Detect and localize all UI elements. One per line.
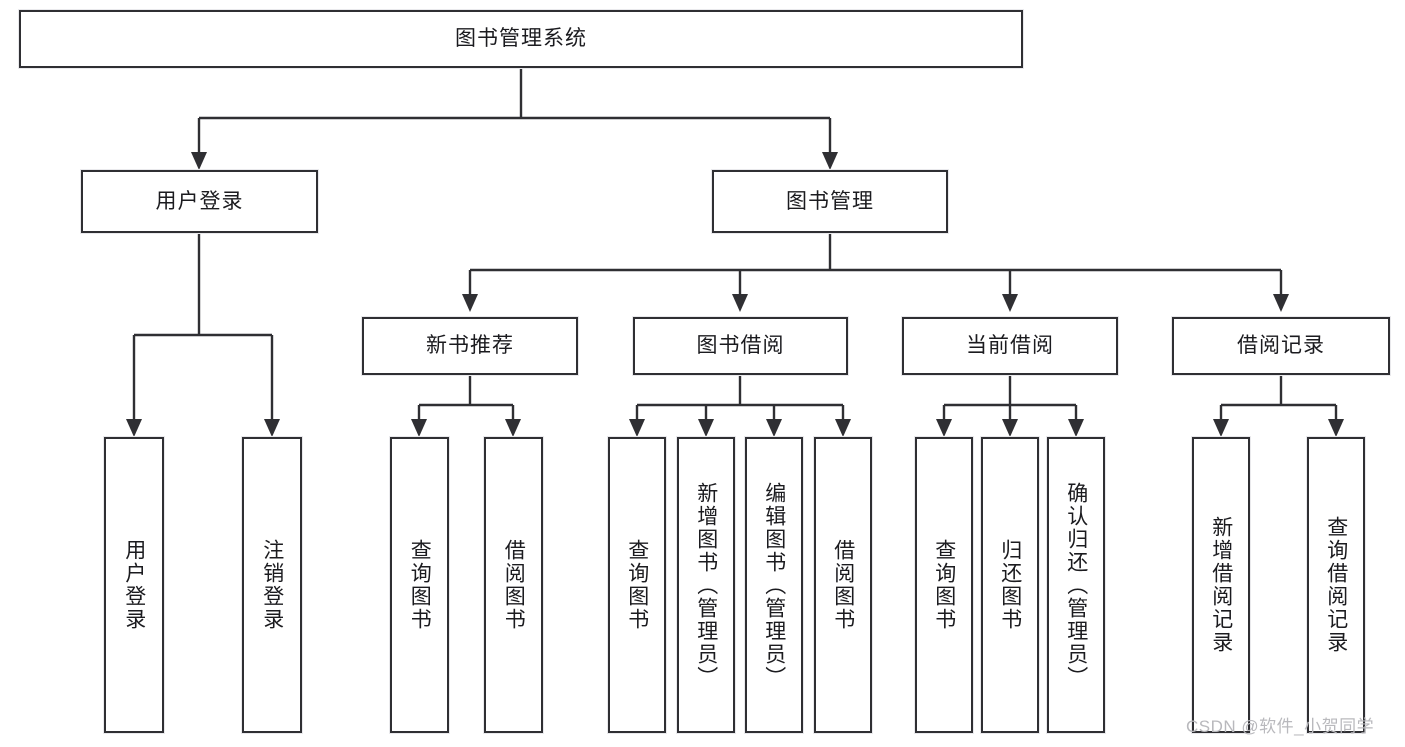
leaf-return-book[interactable]: 归还图书 <box>981 437 1039 733</box>
arrow-to-current-borrow <box>1002 294 1018 312</box>
arrow-leaf-query-book-3 <box>936 419 952 437</box>
leaf-add-borrowing-record[interactable]: 新增借阅记录 <box>1192 437 1250 733</box>
leaf-edit-book-admin[interactable]: 编辑图书（管理员） <box>745 437 803 733</box>
arrow-leaf-add-record <box>1213 419 1229 437</box>
leaf-add-book-admin[interactable]: 新增图书（管理员） <box>677 437 735 733</box>
leaf-query-book-recommendation[interactable]: 查询图书 <box>390 437 449 733</box>
node-root-book-management-system[interactable]: 图书管理系统 <box>19 10 1023 68</box>
node-label: 借阅图书 <box>831 539 855 631</box>
node-label: 注销登录 <box>260 539 284 631</box>
node-label: 查询图书 <box>625 539 649 631</box>
node-label: 当前借阅 <box>966 334 1054 358</box>
node-label: 查询借阅记录 <box>1324 516 1348 654</box>
node-label: 查询图书 <box>932 539 956 631</box>
node-label: 用户登录 <box>122 539 146 631</box>
node-book-management[interactable]: 图书管理 <box>712 170 948 233</box>
node-label: 归还图书 <box>998 539 1022 631</box>
arrow-leaf-logout-login <box>264 419 280 437</box>
node-label: 确认归还（管理员） <box>1064 481 1088 689</box>
arrow-leaf-borrow-book-1 <box>505 419 521 437</box>
arrow-to-book-manage <box>822 152 838 170</box>
leaf-query-borrowing-record[interactable]: 查询借阅记录 <box>1307 437 1365 733</box>
node-label: 编辑图书（管理员） <box>762 481 786 689</box>
arrow-leaf-return-book <box>1002 419 1018 437</box>
arrow-leaf-add-book <box>698 419 714 437</box>
node-label: 用户登录 <box>155 189 244 213</box>
node-label: 新增图书（管理员） <box>694 481 718 689</box>
arrow-leaf-edit-book <box>766 419 782 437</box>
node-label: 图书管理系统 <box>455 27 587 51</box>
arrow-leaf-query-book-1 <box>411 419 427 437</box>
node-user-login[interactable]: 用户登录 <box>81 170 318 233</box>
leaf-query-book-current[interactable]: 查询图书 <box>915 437 973 733</box>
leaf-logout-login[interactable]: 注销登录 <box>242 437 302 733</box>
arrow-leaf-borrow-book-2 <box>835 419 851 437</box>
arrow-to-borrow-record <box>1273 294 1289 312</box>
node-label: 查询图书 <box>408 539 432 631</box>
node-label: 借阅记录 <box>1237 334 1325 358</box>
arrow-to-new-book-rec <box>462 294 478 312</box>
leaf-confirm-return-admin[interactable]: 确认归还（管理员） <box>1047 437 1105 733</box>
node-label: 图书借阅 <box>696 334 785 358</box>
arrow-leaf-query-record <box>1328 419 1344 437</box>
arrow-to-book-borrow <box>732 294 748 312</box>
node-label: 新增借阅记录 <box>1209 516 1233 654</box>
node-new-book-recommendation[interactable]: 新书推荐 <box>362 317 578 375</box>
node-borrowing-record[interactable]: 借阅记录 <box>1172 317 1390 375</box>
leaf-user-login[interactable]: 用户登录 <box>104 437 164 733</box>
arrow-to-user-login <box>191 152 207 170</box>
node-label: 新书推荐 <box>426 334 514 358</box>
leaf-query-book-borrowing[interactable]: 查询图书 <box>608 437 666 733</box>
node-book-borrowing[interactable]: 图书借阅 <box>633 317 848 375</box>
leaf-borrow-book-borrowing[interactable]: 借阅图书 <box>814 437 872 733</box>
arrow-leaf-confirm-return <box>1068 419 1084 437</box>
leaf-borrow-book-recommendation[interactable]: 借阅图书 <box>484 437 543 733</box>
node-label: 图书管理 <box>786 189 874 213</box>
node-current-borrowing[interactable]: 当前借阅 <box>902 317 1118 375</box>
node-label: 借阅图书 <box>502 539 526 631</box>
arrow-leaf-user-login <box>126 419 142 437</box>
arrow-leaf-query-book-2 <box>629 419 645 437</box>
